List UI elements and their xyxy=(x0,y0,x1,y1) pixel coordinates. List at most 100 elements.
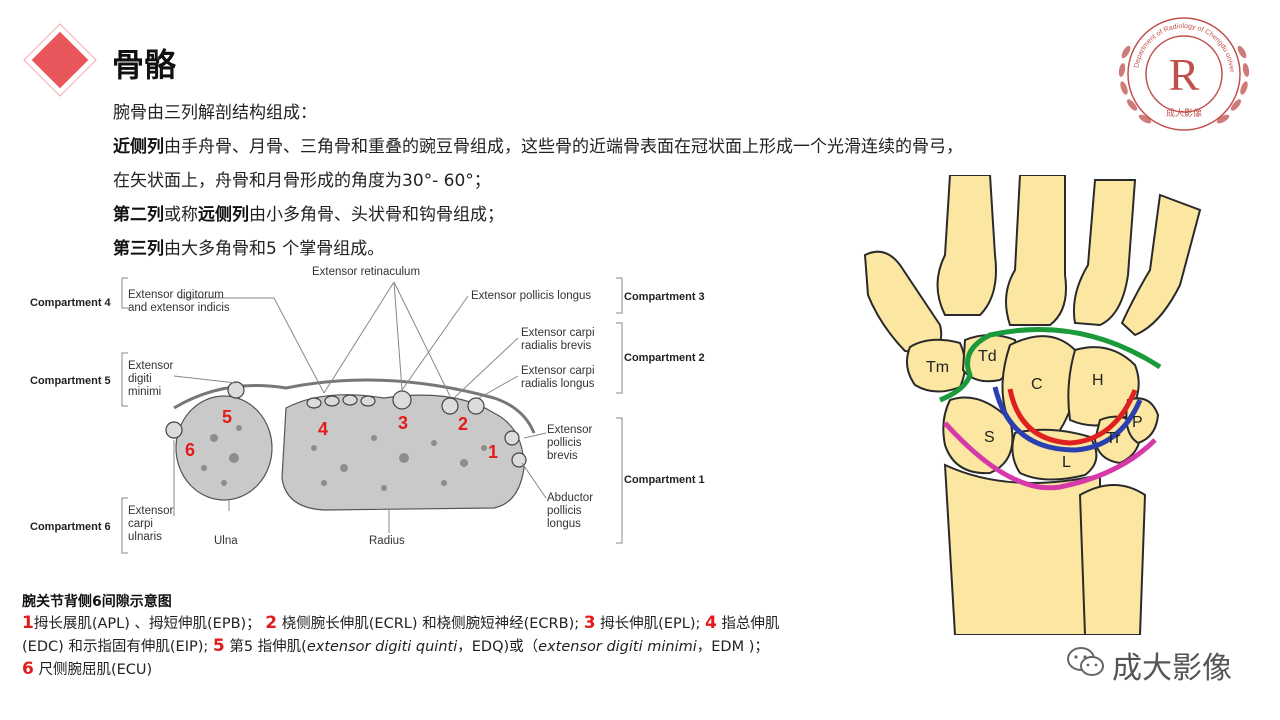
metacarpal-5 xyxy=(1120,193,1202,337)
caption-text-4: 指总伸肌 xyxy=(716,616,780,632)
bone-label-tr: Tr xyxy=(1106,430,1121,447)
bone-label-p: P xyxy=(1132,414,1143,431)
caption-text-4b: (EDC) 和示指固有伸肌(EIP); xyxy=(22,639,209,655)
caption-number-4: 4 xyxy=(704,613,717,633)
bone-label-h: H xyxy=(1092,372,1104,389)
caption-text-5-italic-2: extensor digiti minimi xyxy=(538,639,697,655)
logo-bottom-text: 成大影像 xyxy=(1166,107,1202,119)
caption-text-5-italic-1: extensor digiti quinti xyxy=(306,639,458,655)
radius-label: Radius xyxy=(369,535,405,547)
metacarpal-4 xyxy=(1072,179,1137,327)
radius-shaft xyxy=(943,463,1101,635)
ecu-label-3: ulnaris xyxy=(128,531,162,543)
edm-label-1: Extensor xyxy=(128,360,174,372)
body-line-2-bold: 近侧列 xyxy=(113,137,164,157)
ecrb-label-2: radialis brevis xyxy=(521,340,592,352)
compartment-number-6: 6 xyxy=(185,440,195,460)
compartment-3-label: Compartment 3 xyxy=(624,291,705,303)
caption-text-1: 拇长展肌(APL) 、拇短伸肌(EPB)； xyxy=(33,616,261,632)
body-line-4: 第二列或称远侧列由小多角骨、头状骨和钩骨组成； xyxy=(113,200,504,225)
ecrl-label-1: Extensor carpi xyxy=(521,365,595,377)
page-title: 骨骼 xyxy=(112,46,177,84)
apl-label-1: Abductor xyxy=(547,492,593,504)
blue-arc xyxy=(992,386,1143,453)
bone-label-td: Td xyxy=(978,348,997,365)
university-logo: Department of Radiology of Chengdu unive… xyxy=(1112,12,1250,131)
metacarpal-1 xyxy=(863,250,943,355)
body-line-4-bold-1: 第二列 xyxy=(113,205,164,225)
body-line-5-text: 由大多角骨和5 个掌骨组成。 xyxy=(164,239,385,259)
body-line-4-mid: 或称 xyxy=(164,205,198,225)
caption-number-2: 2 xyxy=(265,613,278,633)
wechat-icon xyxy=(1067,647,1104,676)
body-line-5: 第三列由大多角骨和5 个掌骨组成。 xyxy=(113,234,384,259)
caption-number-1: 1 xyxy=(22,613,34,633)
body-line-4-text: 由小多角骨、头状骨和钩骨组成； xyxy=(249,205,504,225)
edm-label-3: minimi xyxy=(128,386,161,398)
green-arc xyxy=(939,326,1162,403)
body-line-3: 在矢状面上，舟骨和月骨形成的角度为30°- 60°； xyxy=(113,171,491,191)
ecrl-label-2: radialis longus xyxy=(521,378,595,390)
compartment-number-2: 2 xyxy=(458,414,468,434)
metacarpal-2 xyxy=(936,175,997,316)
compartment-diagram: Compartment 4 Compartment 5 Compartment … xyxy=(24,258,714,560)
compartment-2-label: Compartment 2 xyxy=(624,352,705,364)
caption-text-5c: ，EDM )； xyxy=(696,639,769,655)
bone-label-s: S xyxy=(984,429,995,446)
body-line-2-text: 由手舟骨、月骨、三角骨和重叠的豌豆骨组成，这些骨的近端骨表面在冠状面上形成一个光… xyxy=(164,137,963,157)
ulna-label: Ulna xyxy=(214,535,238,547)
body-line-1: 腕骨由三列解剖结构组成： xyxy=(113,103,317,123)
radius-bone xyxy=(281,394,525,511)
red-arc xyxy=(1007,388,1138,446)
compartment-5-label: Compartment 5 xyxy=(30,375,111,387)
body-line-4-bold-2: 远侧列 xyxy=(198,205,249,225)
caption-title: 腕关节背侧6间隙示意图 xyxy=(22,594,172,610)
caption-line-2: (EDC) 和示指固有伸肌(EIP); 5 第5 指伸肌(extensor di… xyxy=(22,635,769,656)
body-line-5-bold: 第三列 xyxy=(113,239,164,259)
compartment-number-3: 3 xyxy=(398,413,408,433)
bone-label-c: C xyxy=(1031,376,1043,393)
compartment-1-label: Compartment 1 xyxy=(624,474,705,486)
epb-label-1: Extensor xyxy=(547,424,593,436)
epb-label-2: pollicis xyxy=(547,437,582,449)
ulna-shaft xyxy=(1078,484,1147,635)
compartment-number-5: 5 xyxy=(222,407,232,427)
ed-label-2: and extensor indicis xyxy=(128,302,230,314)
laurel-icon xyxy=(1118,45,1250,124)
ulna-bone xyxy=(175,395,273,501)
compartment-number-1: 1 xyxy=(488,442,498,462)
compartment-6-label: Compartment 6 xyxy=(30,521,111,533)
caption-text-2: 桡侧腕长伸肌(ECRL) 和桡侧腕短神经(ECRB); xyxy=(277,616,580,632)
epb-label-3: brevis xyxy=(547,450,578,462)
watermark-text: 成大影像 xyxy=(1112,651,1232,686)
caption-line-1: 1拇长展肌(APL) 、拇短伸肌(EPB)； 2 桡侧腕长伸肌(ECRL) 和桡… xyxy=(22,612,779,633)
caption-number-3: 3 xyxy=(583,613,596,633)
logo-letter: R xyxy=(1169,49,1200,100)
caption-text-5a: 第5 指伸肌( xyxy=(224,639,307,655)
epl-label: Extensor pollicis longus xyxy=(471,290,591,302)
caption-line-3: 6 尺侧腕屈肌(ECU) xyxy=(22,658,152,679)
caption-number-6: 6 xyxy=(22,659,34,679)
ed-label-1: Extensor digitorum xyxy=(128,289,224,301)
caption-text-6: 尺侧腕屈肌(ECU) xyxy=(33,662,153,678)
wrist-bones-diagram: Tm Td C H S L Tr P xyxy=(863,175,1202,635)
compartment-4-label: Compartment 4 xyxy=(30,297,112,309)
bone-label-l: L xyxy=(1062,454,1071,471)
retinaculum-label: Extensor retinaculum xyxy=(312,266,420,278)
compartment-number-4: 4 xyxy=(318,419,328,439)
caption-number-5: 5 xyxy=(212,636,225,656)
caption-text-5b: ，EDQ)或（ xyxy=(457,639,539,655)
apl-label-3: longus xyxy=(547,518,581,530)
magenta-arc xyxy=(943,421,1157,491)
caption-text-3: 拇长伸肌(EPL); xyxy=(595,616,701,632)
ecu-label-1: Extensor xyxy=(128,505,174,517)
ecu-label-2: carpi xyxy=(128,518,153,530)
apl-label-2: pollicis xyxy=(547,505,582,517)
body-line-2: 近侧列由手舟骨、月骨、三角骨和重叠的豌豆骨组成，这些骨的近端骨表面在冠状面上形成… xyxy=(113,132,963,157)
scaphoid-bone xyxy=(942,396,1014,475)
metacarpal-3 xyxy=(1005,175,1067,326)
ecrb-label-1: Extensor carpi xyxy=(521,327,595,339)
bone-label-tm: Tm xyxy=(926,359,949,376)
edm-label-2: digiti xyxy=(128,373,152,385)
title-diamond-icon xyxy=(31,31,89,89)
